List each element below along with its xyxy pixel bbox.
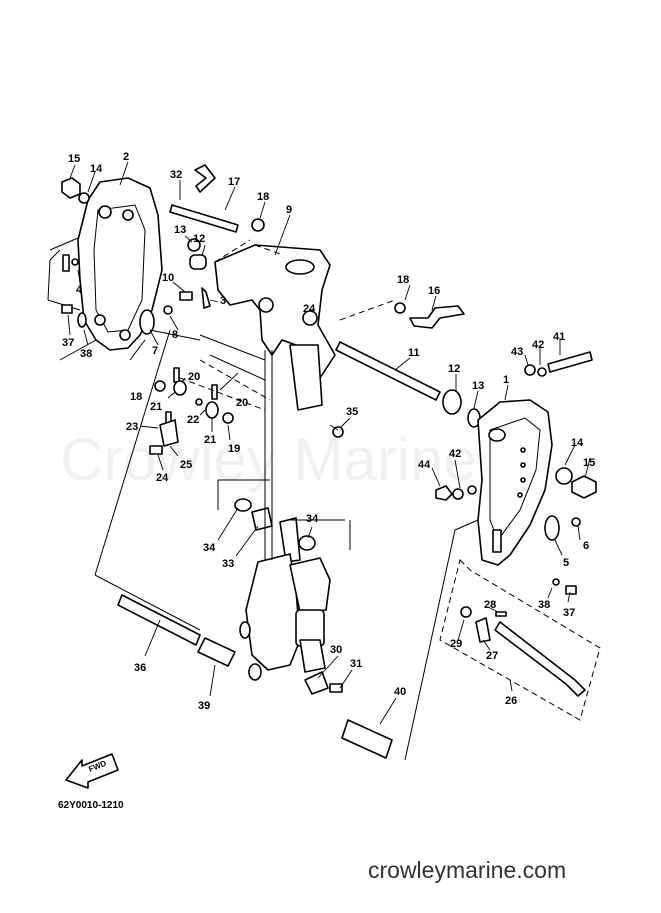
callout-29: 29 [450,638,462,650]
callout-18b: 18 [397,274,409,286]
callout-38: 38 [80,348,92,360]
callout-13: 13 [174,224,186,236]
leader-lines [67,161,591,725]
drawing-code: 62Y0010-1210 [58,800,124,811]
callout-16: 16 [428,285,440,297]
callout-21: 21 [150,401,162,413]
callout-41: 41 [553,331,565,343]
callout-12: 12 [193,233,205,245]
bushings-33-34 [234,498,316,551]
right-lever-16 [339,299,465,329]
callout-37: 37 [62,337,74,349]
power-tilt-unit [239,517,343,695]
callout-14b: 14 [571,437,584,449]
callout-10: 10 [162,272,174,284]
swivel-bracket [214,239,336,411]
tilt-lever-17 [169,164,265,233]
callout-34: 34 [306,513,319,525]
callout-26: 26 [505,695,517,707]
callout-19: 19 [228,443,240,455]
callout-21b: 21 [204,434,216,446]
right-clamp-bracket [477,399,560,566]
callout-44: 44 [418,459,431,471]
callout-32: 32 [170,169,182,181]
callout-40: 40 [394,686,406,698]
callout-33: 33 [222,558,234,570]
callout-14: 14 [90,163,103,175]
callout-31: 31 [350,658,362,670]
callout-24b: 24 [156,472,169,484]
callout-18: 18 [257,191,269,203]
callout-37b: 37 [563,607,575,619]
callout-5: 5 [563,557,569,569]
callout-25: 25 [180,459,192,471]
callout-17: 17 [228,176,240,188]
callout-6: 6 [583,540,589,552]
callout-2: 2 [123,151,129,163]
left-clamp-bracket [47,177,163,361]
bracket-nut-15 [61,177,90,204]
callout-15: 15 [68,153,80,165]
callout-22: 22 [187,414,199,426]
callout-35: 35 [346,406,358,418]
callout-38b: 38 [538,599,550,611]
callout-18c: 18 [130,391,142,403]
callout-39: 39 [198,700,210,712]
callout-7: 7 [152,345,158,357]
callout-43: 43 [511,346,523,358]
watermark: Crowley Marine [60,426,477,493]
callout-42b: 42 [449,448,461,460]
callout-23: 23 [126,421,138,433]
fwd-arrow-icon: FWD [65,753,119,789]
callout-15b: 15 [583,457,595,469]
tilt-tube-11 [335,341,481,428]
callout-8: 8 [172,329,178,341]
callout-1: 1 [503,374,509,386]
callout-11: 11 [408,347,420,359]
trim-lever-assembly [439,559,601,721]
callout-12b: 12 [448,363,460,375]
callout-9: 9 [286,204,292,216]
left-small-parts [61,238,211,335]
callout-42: 42 [532,339,544,351]
callout-labels: 15 14 2 32 17 18 9 13 12 10 3 4 8 37 38 … [62,151,595,712]
callout-20: 20 [188,371,200,383]
callout-28: 28 [484,599,496,611]
callout-20b: 20 [236,397,248,409]
callout-4: 4 [76,284,83,296]
callout-27: 27 [486,650,498,662]
callout-30: 30 [330,644,342,656]
callout-13b: 13 [472,380,484,392]
site-footer: crowleymarine.com [368,857,566,883]
callout-36: 36 [134,662,146,674]
callout-34b: 34 [203,542,216,554]
callout-3: 3 [220,295,226,307]
right-hardware [435,351,597,595]
reference-lines [47,249,479,761]
shafts [117,594,393,759]
middle-small-parts [149,359,344,455]
callout-24: 24 [303,303,316,315]
